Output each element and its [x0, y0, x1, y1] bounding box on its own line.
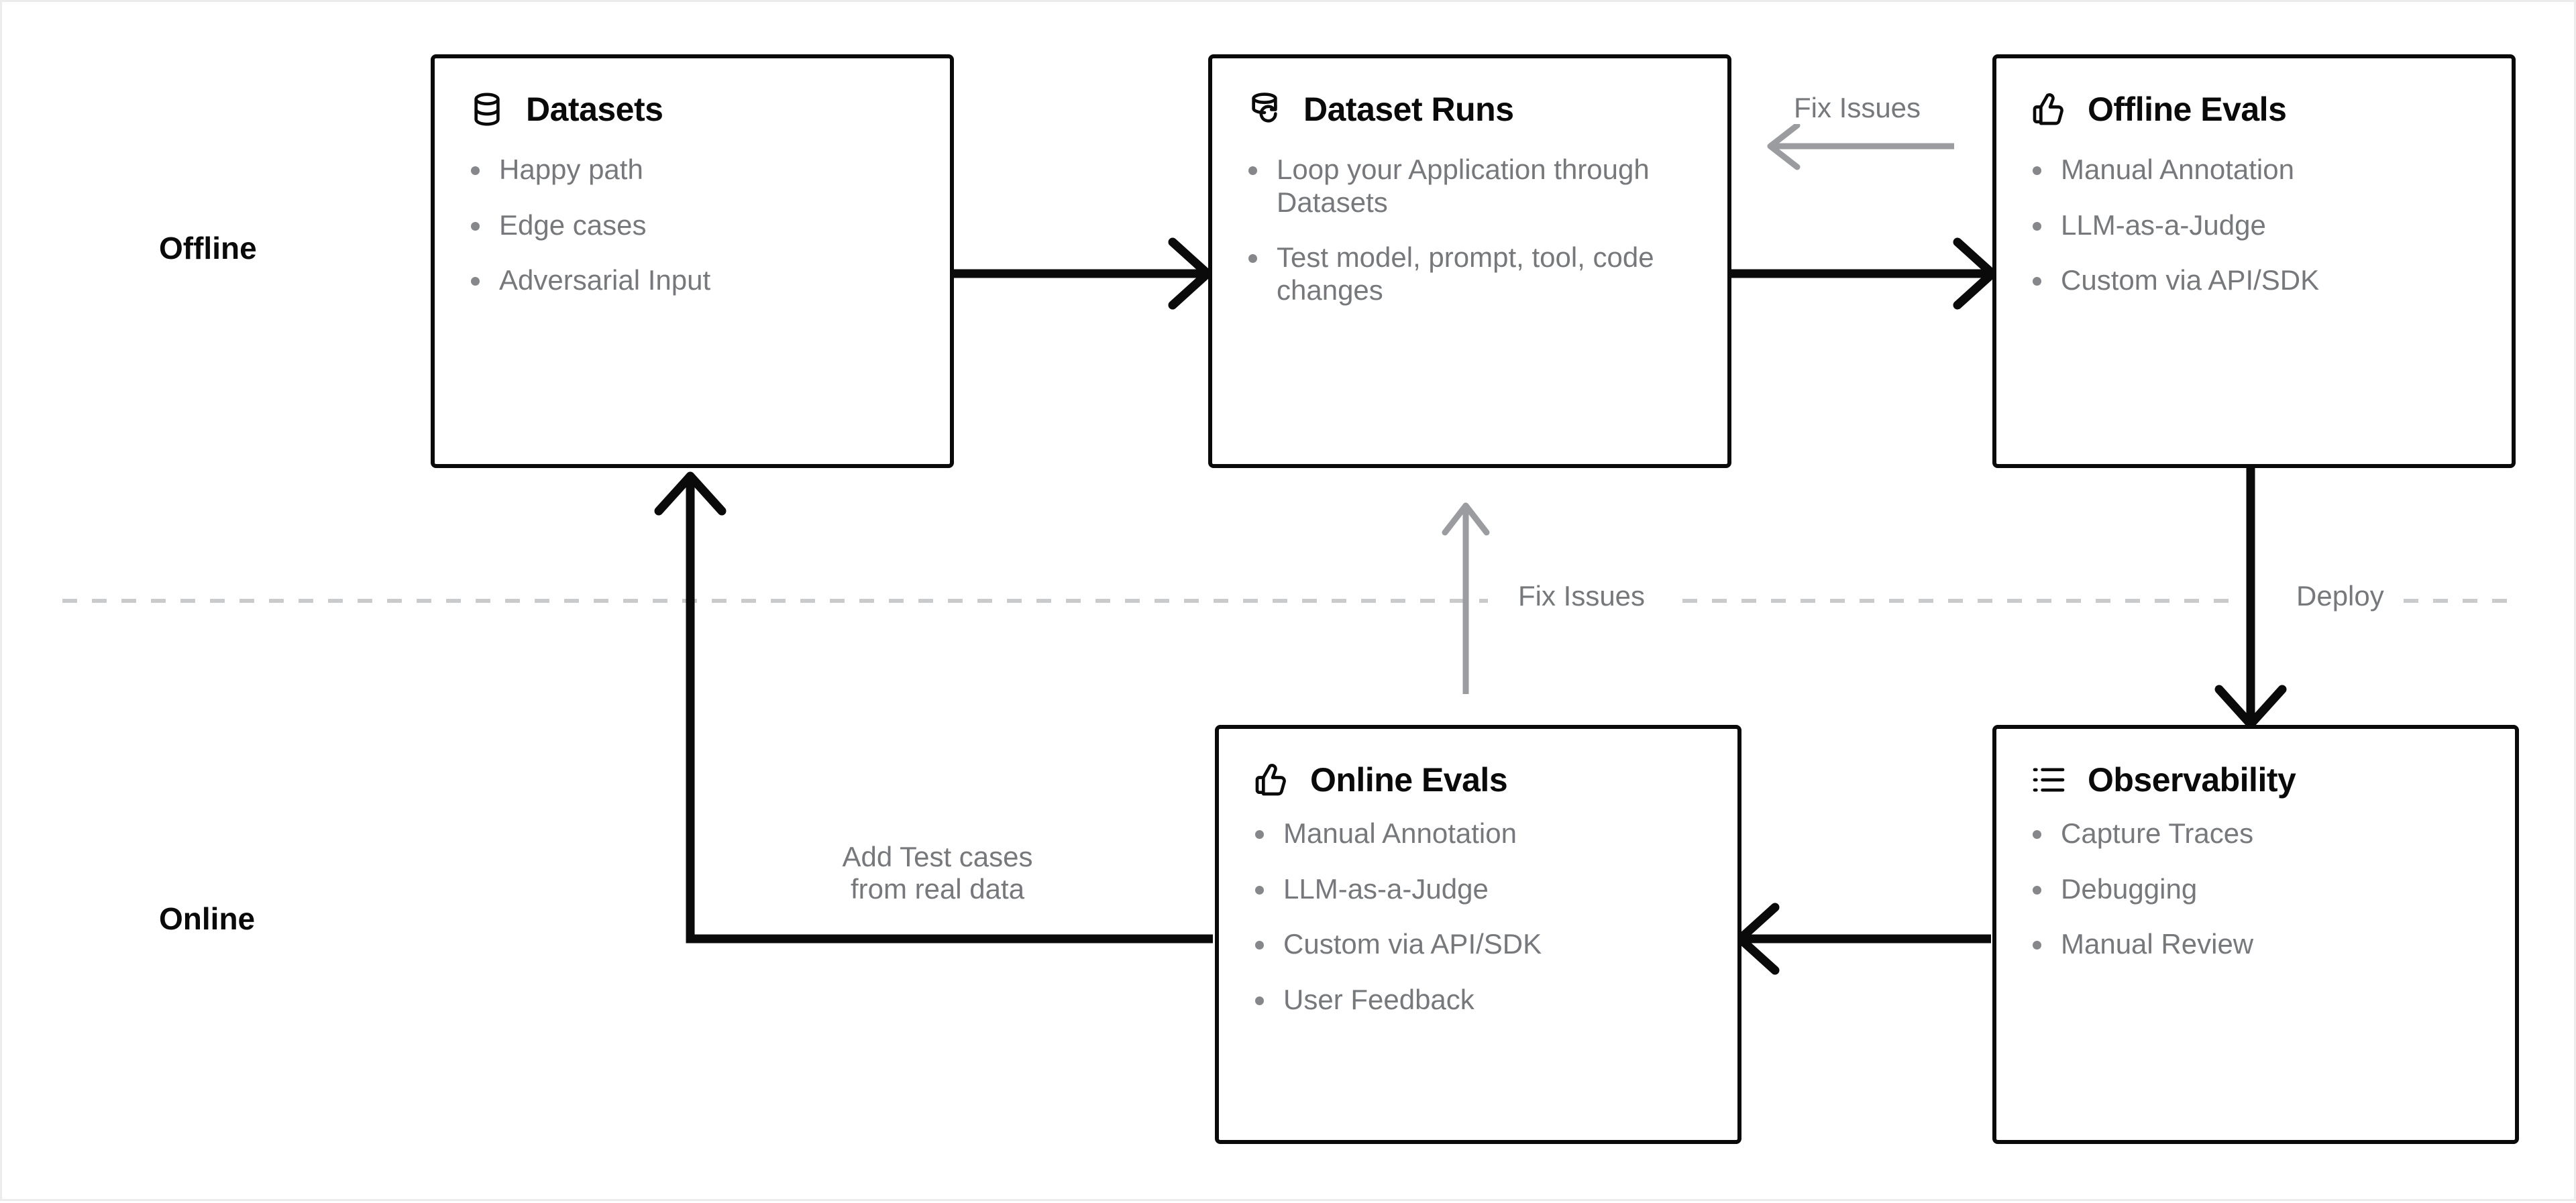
- edge-label-add-test-cases: Add Test cases from real data: [814, 841, 1061, 906]
- database-refresh-icon: [1252, 93, 1277, 123]
- list-item: Debugging: [2033, 873, 2479, 906]
- list-item: LLM-as-a-Judge: [2033, 209, 2475, 242]
- add-test-cases-line-2: from real data: [850, 873, 1025, 905]
- node-online-evals-header: Online Evals: [1219, 729, 1737, 799]
- node-datasets[interactable]: Datasets Happy path Edge cases Adversari…: [431, 54, 954, 468]
- node-datasets-items: Happy path Edge cases Adversarial Input: [435, 128, 950, 297]
- node-observability-header: Observability: [1996, 729, 2515, 799]
- node-datasets-title: Datasets: [526, 90, 663, 128]
- node-datasets-header: Datasets: [435, 58, 950, 128]
- node-online-evals-items: Manual Annotation LLM-as-a-Judge Custom …: [1219, 799, 1737, 1017]
- list-item: Custom via API/SDK: [2033, 264, 2475, 297]
- thumbs-up-icon: [2033, 93, 2063, 125]
- database-icon: [474, 93, 500, 126]
- list-item: Happy path: [471, 154, 914, 186]
- arrow-online-evals-to-dataset-runs: [1442, 502, 1490, 694]
- node-offline-evals-header: Offline Evals: [1996, 58, 2512, 128]
- list-tree-icon: [2033, 768, 2065, 792]
- arrow-dataset-runs-to-offline-evals: [1731, 237, 1997, 310]
- list-item: Manual Annotation: [2033, 154, 2475, 186]
- list-item: Adversarial Input: [471, 264, 914, 297]
- node-offline-evals-items: Manual Annotation LLM-as-a-Judge Custom …: [1996, 128, 2512, 297]
- node-offline-evals-title: Offline Evals: [2088, 90, 2287, 128]
- add-test-cases-line-1: Add Test cases: [842, 841, 1033, 872]
- lane-label-online: Online: [159, 901, 256, 936]
- edge-label-fix-issues-divider: Fix Issues: [1503, 580, 1660, 613]
- node-observability[interactable]: Observability Capture Traces Debugging M…: [1992, 725, 2519, 1144]
- node-observability-title: Observability: [2088, 760, 2296, 799]
- arrow-online-evals-to-datasets: [654, 471, 1213, 943]
- node-dataset-runs-items: Loop your Application through Datasets T…: [1212, 128, 1727, 307]
- list-item: Test model, prompt, tool, code changes: [1248, 241, 1671, 306]
- list-item: Capture Traces: [2033, 817, 2479, 850]
- node-dataset-runs-header: Dataset Runs: [1212, 58, 1727, 128]
- lane-label-offline: Offline: [159, 231, 257, 266]
- list-item: Edge cases: [471, 209, 914, 242]
- arrow-offline-evals-to-dataset-runs: [1767, 122, 1954, 170]
- node-dataset-runs[interactable]: Dataset Runs Loop your Application throu…: [1208, 54, 1731, 468]
- edge-label-fix-issues-top: Fix Issues: [1784, 92, 1931, 125]
- node-offline-evals[interactable]: Offline Evals Manual Annotation LLM-as-a…: [1992, 54, 2516, 468]
- list-item: Loop your Application through Datasets: [1248, 154, 1671, 219]
- arrow-offline-evals-to-observability: [2214, 467, 2287, 729]
- node-observability-items: Capture Traces Debugging Manual Review: [1996, 799, 2515, 961]
- list-item: Custom via API/SDK: [1255, 928, 1701, 961]
- list-item: Manual Annotation: [1255, 817, 1701, 850]
- node-online-evals[interactable]: Online Evals Manual Annotation LLM-as-a-…: [1215, 725, 1741, 1144]
- list-item: User Feedback: [1255, 984, 1701, 1017]
- node-online-evals-title: Online Evals: [1310, 760, 1508, 799]
- arrow-observability-to-online-evals: [1735, 903, 1991, 975]
- thumbs-up-icon: [1255, 764, 1286, 796]
- list-item: Manual Review: [2033, 928, 2479, 961]
- edge-label-deploy: Deploy: [2282, 580, 2399, 613]
- list-item: LLM-as-a-Judge: [1255, 873, 1701, 906]
- node-dataset-runs-title: Dataset Runs: [1303, 90, 1514, 128]
- arrow-datasets-to-dataset-runs: [953, 237, 1212, 310]
